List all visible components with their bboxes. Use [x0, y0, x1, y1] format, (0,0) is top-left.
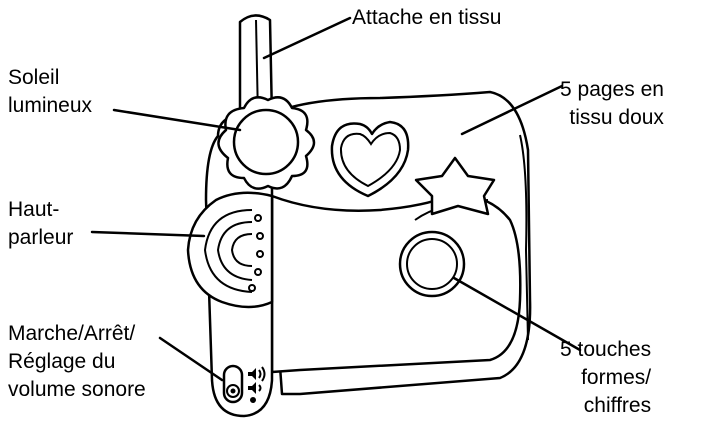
soft-pages-inner: [519, 134, 529, 341]
speaker-dot-1: [254, 214, 262, 222]
speaker-grill-3: [230, 233, 253, 267]
round-button: [398, 230, 466, 298]
label-pages: 5 pages en tissu doux: [560, 76, 664, 132]
leader-touches: [452, 276, 582, 352]
label-marche-line-3: volume sonore: [8, 378, 146, 401]
power-switch-knob-center: [230, 388, 236, 394]
label-attache: Attache en tissu: [352, 4, 501, 32]
label-pages-line-1: 5 pages en: [560, 78, 664, 101]
label-touches-line-1: 5 touches: [560, 338, 652, 361]
speaker-grill-1: [203, 209, 253, 293]
label-haut-parleur-line-1: Haut-: [8, 198, 60, 221]
round-button-inner: [406, 238, 458, 290]
label-soleil-line-1: Soleil: [8, 66, 60, 89]
speaker-dot-2: [256, 232, 264, 240]
sun-button-center: [232, 108, 300, 176]
speaker-dot-4: [254, 268, 262, 276]
volume-low-waves: [258, 384, 262, 392]
leader-pages: [460, 84, 564, 136]
leader-soleil: [112, 108, 242, 132]
label-marche-line-1: Marche/Arrêt/: [8, 322, 136, 345]
star-button: [414, 156, 496, 216]
leader-marche: [158, 336, 224, 382]
label-attache-text: Attache en tissu: [352, 6, 502, 29]
label-haut-parleur-line-2: parleur: [8, 226, 74, 249]
label-marche: Marche/Arrêt/ Réglage du volume sonore: [8, 320, 146, 404]
off-icon: [250, 397, 256, 403]
heart-button: [330, 120, 410, 198]
label-soleil-line-2: lumineux: [8, 94, 93, 117]
volume-high-waves: [258, 366, 266, 382]
label-touches: 5 touches formes/ chiffres: [560, 336, 651, 420]
power-switch-knob: [226, 384, 240, 398]
label-touches-line-2: formes/: [581, 366, 652, 389]
speaker-dot-5: [248, 284, 256, 292]
heart-button-inner: [339, 131, 402, 188]
label-soleil: Soleil lumineux: [8, 64, 92, 120]
label-haut-parleur: Haut- parleur: [8, 196, 73, 252]
leader-attache: [262, 16, 352, 60]
speaker-grill-2: [216, 221, 253, 281]
speaker-housing: [186, 191, 274, 309]
volume-high-icon: [248, 368, 256, 380]
speaker-dot-3: [256, 250, 264, 258]
label-touches-line-3: chiffres: [583, 394, 652, 417]
volume-low-icon: [248, 382, 256, 394]
label-pages-line-2: tissu doux: [569, 106, 664, 129]
label-marche-line-2: Réglage du: [8, 350, 116, 373]
leader-haut: [90, 230, 206, 238]
front-page: [270, 194, 522, 374]
